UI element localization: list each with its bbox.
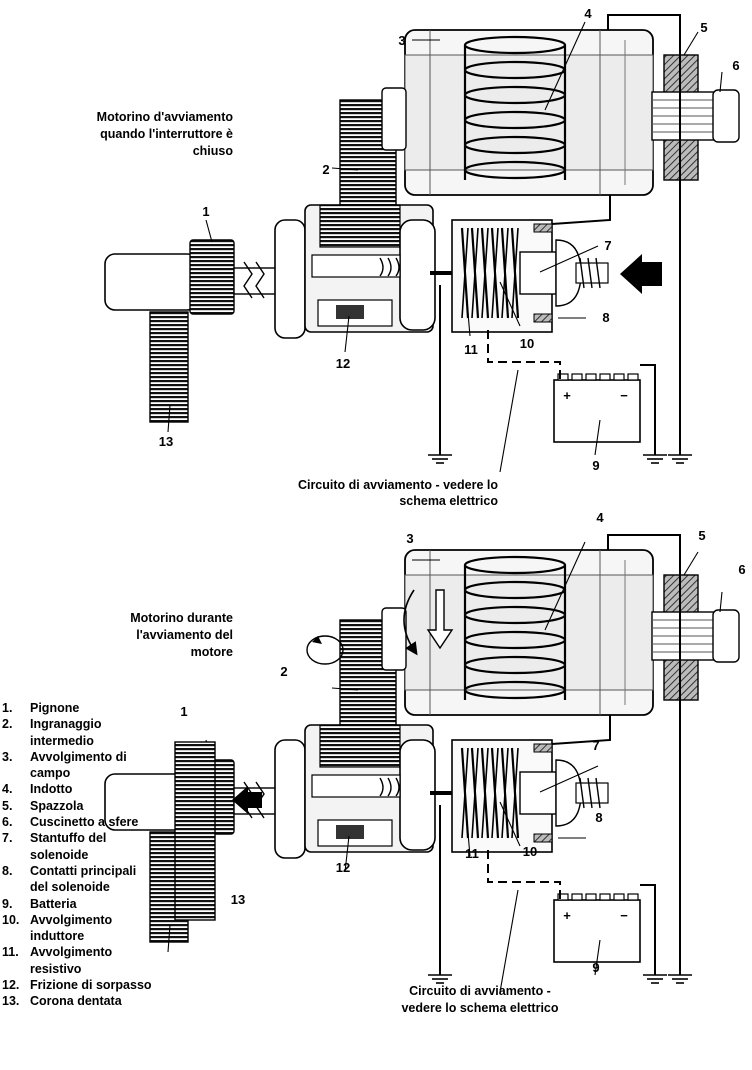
bottom-callout-10: 10 <box>523 844 537 859</box>
top-caption: Motorino d'avviamento quando l'interrutt… <box>97 110 234 158</box>
legend-item: 10.Avvolgimento induttore <box>2 912 113 944</box>
top-callout-1: 1 <box>202 204 209 219</box>
bottom-callout-7: 7 <box>592 738 599 753</box>
bottom-callout-5: 5 <box>698 528 705 543</box>
bottom-circuit-note: Circuito di avviamento - vedere lo schem… <box>401 984 558 1015</box>
legend-item: 12.Frizione di sorpasso <box>2 978 152 993</box>
top-circuit-note: Circuito di avviamento - vedere lo schem… <box>298 478 498 508</box>
legend-item: 11.Avvolgimento resistivo <box>2 945 113 976</box>
bottom-callout-8: 8 <box>595 810 602 825</box>
bottom-callout-2: 2 <box>280 664 287 679</box>
bottom-callout-12: 12 <box>336 860 350 875</box>
svg-text:Motorino durante: Motorino durante <box>130 611 233 625</box>
bottom-callout-3: 3 <box>406 531 413 546</box>
svg-text:quando l'interruttore è: quando l'interruttore è <box>100 127 233 141</box>
bottom-caption: Motorino durante l'avviamento del motore <box>130 611 233 659</box>
svg-text:l'avviamento del: l'avviamento del <box>136 628 233 642</box>
svg-text:Circuito di avviamento - veder: Circuito di avviamento - vedere lo <box>298 478 498 492</box>
top-callout-13: 13 <box>159 434 173 449</box>
top-callout-5: 5 <box>700 20 707 35</box>
top-callout-2: 2 <box>322 162 329 177</box>
svg-text:Circuito di avviamento -: Circuito di avviamento - <box>409 984 551 998</box>
legend-item: 13.Corona dentata <box>2 994 122 1009</box>
top-callout-4: 4 <box>584 6 592 21</box>
rotation-arrow-armature <box>403 589 418 656</box>
rotation-arrow-intermediate <box>306 635 344 665</box>
svg-text:vedere lo schema elettrico: vedere lo schema elettrico <box>401 1001 558 1015</box>
legend-item: 8.Contatti principali del solenoide <box>2 863 137 895</box>
bottom-callout-1: 1 <box>180 704 187 719</box>
plunger-push-arrow <box>620 254 662 294</box>
rotation-arrow-down <box>426 589 454 650</box>
top-callout-12: 12 <box>336 356 350 371</box>
legend-item: 6.Cuscinetto a sfere <box>2 815 139 830</box>
engaged-pinion-gear <box>174 741 216 921</box>
svg-text:motore: motore <box>191 645 233 659</box>
bottom-callout-11: 11 <box>465 846 479 861</box>
legend-item: 3.Avvolgimento di campo <box>2 749 127 781</box>
top-callout-11: 11 <box>464 342 478 357</box>
bottom-view: 1 2 3 4 5 6 7 8 9 10 11 12 13 + − Motori… <box>103 510 746 1015</box>
top-battery-plus: + <box>563 388 571 403</box>
pinion-push-arrow <box>232 786 262 814</box>
top-callout-9: 9 <box>592 458 599 473</box>
top-callout-8: 8 <box>602 310 609 325</box>
bottom-callout-9: 9 <box>592 960 599 975</box>
bottom-callout-4: 4 <box>596 510 604 525</box>
legend-item: 4.Indotto <box>2 782 73 797</box>
top-callout-3: 3 <box>398 33 405 48</box>
bottom-callout-6: 6 <box>738 562 745 577</box>
top-callout-10: 10 <box>520 336 534 351</box>
svg-text:chiuso: chiuso <box>193 144 234 158</box>
legend-item: 9.Batteria <box>2 896 77 911</box>
top-callout-7: 7 <box>604 238 611 253</box>
legend-item: 1.Pignone <box>2 701 80 715</box>
top-view: 1 2 3 4 5 6 7 8 9 10 11 12 13 + − Motori… <box>97 6 741 508</box>
bottom-battery-plus: + <box>563 908 571 923</box>
bottom-callout-13: 13 <box>231 892 245 907</box>
legend-item: 7.Stantuffo del solenoide <box>2 831 107 862</box>
legend-item: 2.Ingranaggio intermedio <box>2 717 102 748</box>
bottom-battery-minus: − <box>620 908 628 923</box>
svg-text:Motorino d'avviamento: Motorino d'avviamento <box>97 110 234 124</box>
parts-legend: 1.Pignone 2.Ingranaggio intermedio 3.Avv… <box>2 700 152 1010</box>
legend-item: 5.Spazzola <box>2 798 84 813</box>
top-callout-6: 6 <box>732 58 739 73</box>
svg-text:schema elettrico: schema elettrico <box>399 494 498 508</box>
top-battery-minus: − <box>620 388 628 403</box>
